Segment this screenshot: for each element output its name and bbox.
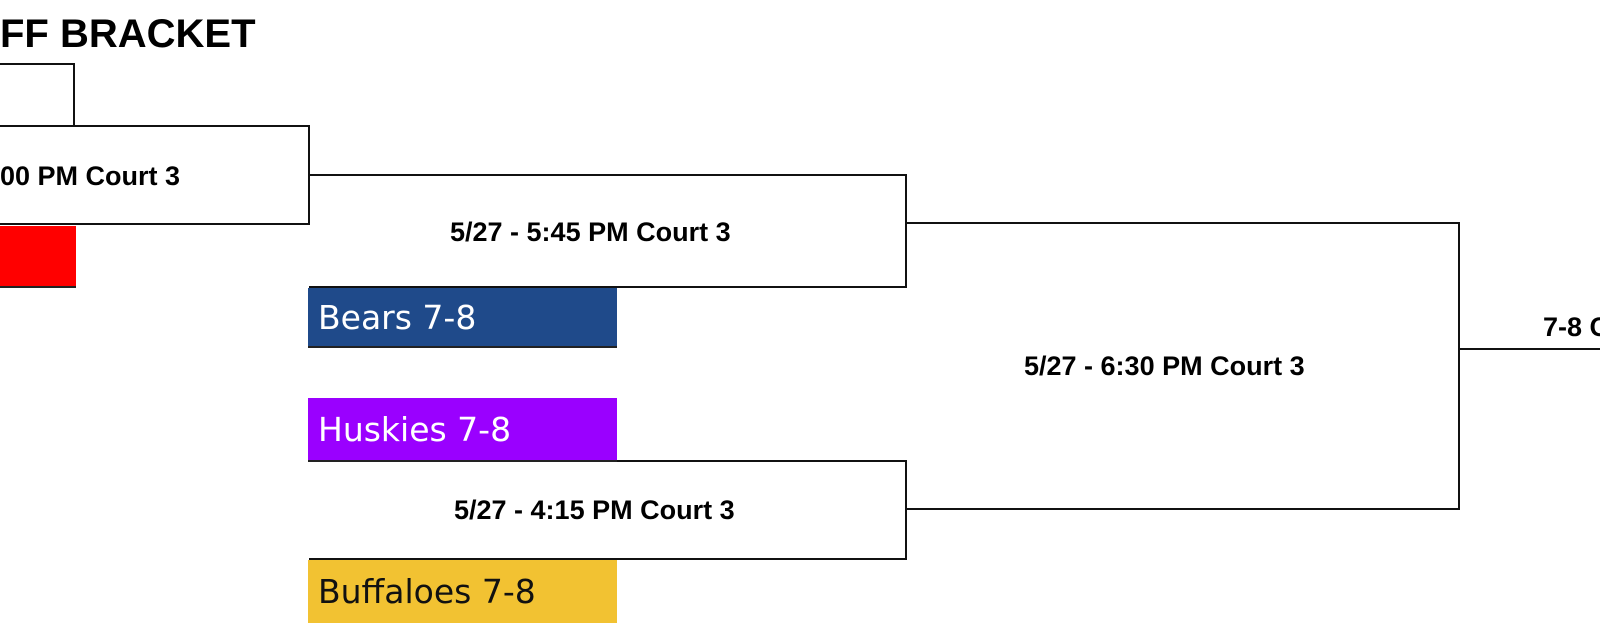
game-label-final: 7-8 C [1543,312,1600,342]
team-swatch-red [0,226,76,288]
team-buffaloes: Buffaloes 7-8 [308,560,617,623]
team-huskies-label: Huskies 7-8 [318,409,512,449]
team-bears: Bears 7-8 [308,288,617,348]
bracket-title: FF BRACKET [0,12,256,56]
game-label-630: 5/27 - 6:30 PM Court 3 [1024,351,1305,381]
team-bears-label: Bears 7-8 [318,297,477,337]
team-buffaloes-label: Buffaloes 7-8 [318,572,536,611]
game-label-415: 5/27 - 4:15 PM Court 3 [454,495,735,525]
game-label-545: 5/27 - 5:45 PM Court 3 [450,217,731,247]
bracket-line-top-left [0,63,75,126]
bracket-line-game-2 [309,174,907,288]
game-label-first-round: 00 PM Court 3 [0,161,181,191]
team-huskies: Huskies 7-8 [308,398,617,462]
bracket-line-game-3 [906,222,1460,510]
